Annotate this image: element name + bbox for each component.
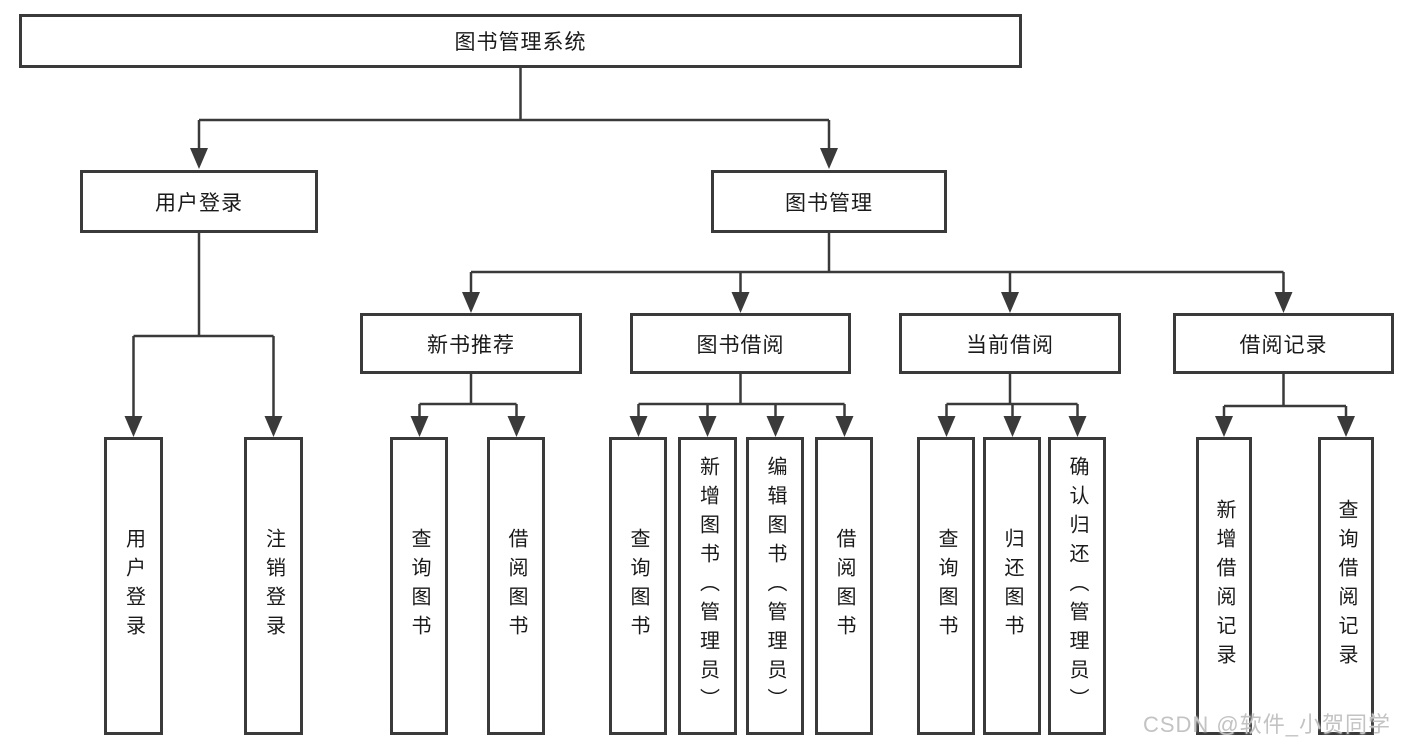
- leaf-logout: 注销登录: [244, 437, 303, 735]
- node-root-library-system: 图书管理系统: [19, 14, 1022, 68]
- leaf-borrow-books-1: 借阅图书: [487, 437, 545, 735]
- arrowheads: [124, 148, 1355, 437]
- leaf-return-books: 归还图书: [983, 437, 1041, 735]
- node-user-login-branch: 用户登录: [80, 170, 318, 233]
- node-borrow-records: 借阅记录: [1173, 313, 1394, 374]
- leaf-query-borrow-record: 查询借阅记录: [1318, 437, 1374, 735]
- node-current-borrow: 当前借阅: [899, 313, 1121, 374]
- leaf-add-borrow-record: 新增借阅记录: [1196, 437, 1252, 735]
- leaf-confirm-return-admin: 确认归还（管理员）: [1048, 437, 1106, 735]
- leaf-query-books-2: 查询图书: [609, 437, 667, 735]
- node-book-borrow: 图书借阅: [630, 313, 851, 374]
- leaf-query-books-3: 查询图书: [917, 437, 975, 735]
- leaf-borrow-books-2: 借阅图书: [815, 437, 873, 735]
- leaf-user-login: 用户登录: [104, 437, 163, 735]
- watermark: CSDN @软件_小贺同学: [1142, 712, 1391, 737]
- leaf-add-books-admin: 新增图书（管理员）: [678, 437, 737, 735]
- leaf-query-books-1: 查询图书: [390, 437, 448, 735]
- leaf-edit-books-admin: 编辑图书（管理员）: [746, 437, 804, 735]
- node-new-book-recommend: 新书推荐: [360, 313, 582, 374]
- node-book-management-branch: 图书管理: [711, 170, 947, 233]
